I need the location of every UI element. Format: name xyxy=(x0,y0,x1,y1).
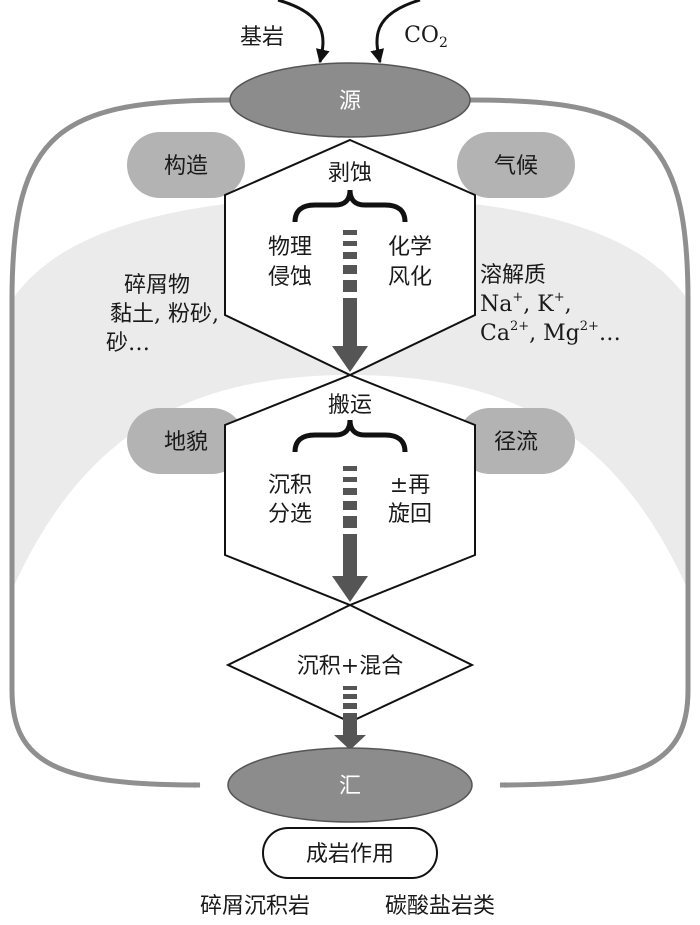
solutes-line2: Na+, K+, xyxy=(480,290,572,317)
physical-erosion-line1: 物理 xyxy=(268,235,312,260)
erosion-flow-shaft xyxy=(343,298,357,348)
climate-label: 气候 xyxy=(494,154,538,179)
climate-pill xyxy=(457,132,575,198)
transport-title: 搬运 xyxy=(328,393,372,418)
tectonics-label: 构造 xyxy=(164,154,208,179)
deposition-label: 沉积+混合 xyxy=(297,654,403,679)
deposition-flow-arrowhead xyxy=(334,735,366,750)
clastic-rock-label: 碎屑沉积岩 xyxy=(200,894,310,919)
chemical-weathering-line2: 风化 xyxy=(388,265,432,290)
sorting-line2: 分选 xyxy=(268,502,312,527)
bedrock-label: 基岩 xyxy=(240,25,284,50)
transport-flow-shaft xyxy=(343,534,357,578)
sorting-line1: 沉积 xyxy=(268,473,312,498)
landform-label: 地貌 xyxy=(164,430,208,455)
transport-flow-arrowhead xyxy=(332,576,368,602)
solutes-title: 溶解质 xyxy=(480,263,546,288)
diagenesis-label: 成岩作用 xyxy=(306,842,394,867)
erosion-flow-dash xyxy=(343,230,357,235)
runoff-pill xyxy=(457,408,575,474)
bedrock-arrow xyxy=(277,0,330,64)
left-loop-arrow xyxy=(9,97,233,788)
erosion-title: 剥蚀 xyxy=(328,161,372,186)
landform-pill xyxy=(127,408,245,474)
erosion-flow-dash xyxy=(343,252,357,259)
deposition-flow-dash xyxy=(343,703,357,709)
erosion-flow-dash xyxy=(343,280,357,292)
transport-flow-dash xyxy=(343,477,357,482)
transport-flow-dash xyxy=(343,466,357,471)
detritus-line1: 碎屑物 xyxy=(124,273,190,298)
chemical-weathering-line1: 化学 xyxy=(388,235,432,260)
recycling-line2: 旋回 xyxy=(388,502,432,527)
co2-arrow xyxy=(370,0,421,64)
detritus-line3: 砂… xyxy=(106,331,150,356)
runoff-label: 径流 xyxy=(494,430,538,455)
transport-flow-dash xyxy=(343,488,357,495)
diagenesis-pill xyxy=(262,827,438,879)
erosion-flow-dash xyxy=(343,265,357,274)
transport-flow-dash xyxy=(343,516,357,528)
carbonate-rock-label: 碳酸盐岩类 xyxy=(385,894,495,919)
solutes-line3: Ca2+, Mg2+… xyxy=(480,319,621,346)
sink-label: 汇 xyxy=(339,774,361,799)
tectonics-pill xyxy=(127,132,245,198)
sink-node xyxy=(227,747,473,823)
deposition-flow-dash xyxy=(343,713,357,723)
source-node xyxy=(229,62,471,138)
erosion-flow-dash xyxy=(343,241,357,246)
erosion-brace xyxy=(292,189,408,223)
co2-label: CO2 xyxy=(404,23,448,51)
transport-brace xyxy=(292,419,408,453)
deposition-flow-shaft xyxy=(343,723,357,737)
recycling-line1: ±再 xyxy=(390,473,430,498)
shaded-band xyxy=(12,195,688,590)
erosion-flow-arrowhead xyxy=(332,346,368,372)
deposition-flow-dash xyxy=(343,694,357,699)
right-loop-arrow xyxy=(469,97,691,788)
detritus-line2: 黏土, 粉砂, xyxy=(110,302,219,327)
deposition-flow-dash xyxy=(343,686,357,690)
source-label: 源 xyxy=(339,89,361,114)
transport-flow-dash xyxy=(343,501,357,510)
physical-erosion-line2: 侵蚀 xyxy=(268,265,312,290)
